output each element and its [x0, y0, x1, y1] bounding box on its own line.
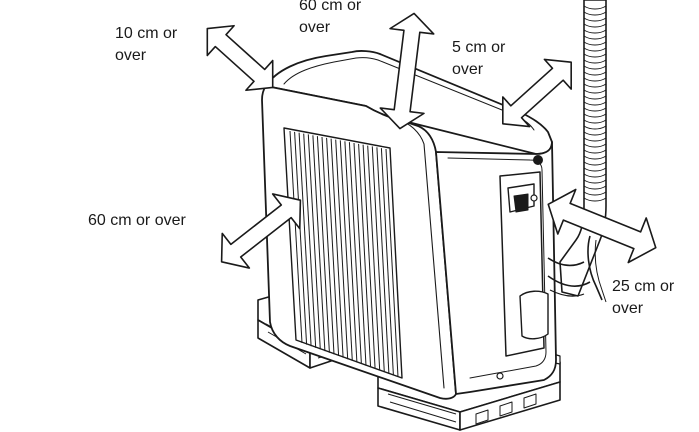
grille-fin — [294, 131, 308, 345]
grille-fin — [371, 146, 385, 373]
rear-clearance-label: 5 cm or over — [452, 39, 506, 78]
grille-fin — [330, 138, 344, 358]
grille-fin — [362, 144, 376, 369]
front-clearance-label: 60 cm or over — [88, 212, 186, 229]
conduit-ring — [583, 167, 607, 172]
top-clearance-label: 60 cm or over — [299, 0, 362, 36]
grille-fin — [344, 141, 358, 363]
conduit-ring — [583, 59, 607, 64]
conduit-rings — [583, 5, 607, 202]
conduit-ring — [583, 53, 607, 58]
grille-fin — [348, 142, 362, 365]
conduit-ring — [583, 197, 607, 202]
conduit-ring — [583, 47, 607, 52]
conduit-ring — [583, 131, 607, 136]
clearance-arrow-top-icon — [379, 12, 435, 130]
conduit-ring — [583, 11, 607, 16]
conduit-ring — [583, 173, 607, 178]
clearance-arrow-rear-icon — [502, 58, 572, 128]
grille-fin — [307, 134, 321, 350]
conduit-ring — [583, 137, 607, 142]
outdoor-unit-body — [261, 50, 557, 400]
conduit-ring — [583, 185, 607, 190]
conduit-ring — [583, 143, 607, 148]
grille-fin — [326, 137, 340, 357]
grille-fin — [353, 142, 367, 366]
grille-fin — [289, 130, 303, 344]
conduit-ring — [583, 5, 607, 10]
grille-fin — [312, 135, 326, 352]
grille-fin — [339, 140, 353, 361]
conduit-ring — [583, 71, 607, 76]
conduit-ring — [583, 29, 607, 34]
grille-fin — [385, 148, 399, 378]
clearance-arrow-right-side-icon — [547, 188, 657, 264]
conduit-ring — [583, 179, 607, 184]
conduit-ring — [583, 23, 607, 28]
conduit-ring — [583, 35, 607, 40]
fan-grille — [289, 130, 399, 378]
grille-fin — [335, 139, 349, 360]
clearance-arrow-left-side-icon — [206, 24, 274, 92]
conduit-ring — [583, 101, 607, 106]
grille-fin — [376, 147, 390, 374]
grille-fin — [303, 133, 317, 348]
conduit-ring — [583, 65, 607, 70]
conduit-ring — [583, 149, 607, 154]
left-side-clearance-label: 10 cm or over — [115, 25, 178, 64]
conduit-ring — [583, 17, 607, 22]
conduit-ring — [583, 77, 607, 82]
conduit-ring — [583, 161, 607, 166]
grille-fin — [358, 143, 372, 368]
conduit-ring — [583, 83, 607, 88]
conduit-ring — [583, 107, 607, 112]
conduit-ring — [583, 41, 607, 46]
grille-fin — [321, 136, 335, 355]
conduit-ring — [583, 125, 607, 130]
grille-fin — [298, 132, 312, 347]
grille-fin — [380, 148, 394, 376]
grille-fin — [367, 145, 381, 371]
conduit-ring — [583, 89, 607, 94]
grille-fin — [316, 136, 330, 353]
conduit-ring — [583, 113, 607, 118]
flexible-conduit-pipe — [547, 0, 607, 303]
conduit-ring — [583, 155, 607, 160]
clearance-arrow-front-icon — [220, 193, 302, 269]
right-side-clearance-label: 25 cm or over — [612, 278, 675, 317]
conduit-ring — [583, 191, 607, 196]
conduit-ring — [583, 119, 607, 124]
conduit-ring — [583, 95, 607, 100]
